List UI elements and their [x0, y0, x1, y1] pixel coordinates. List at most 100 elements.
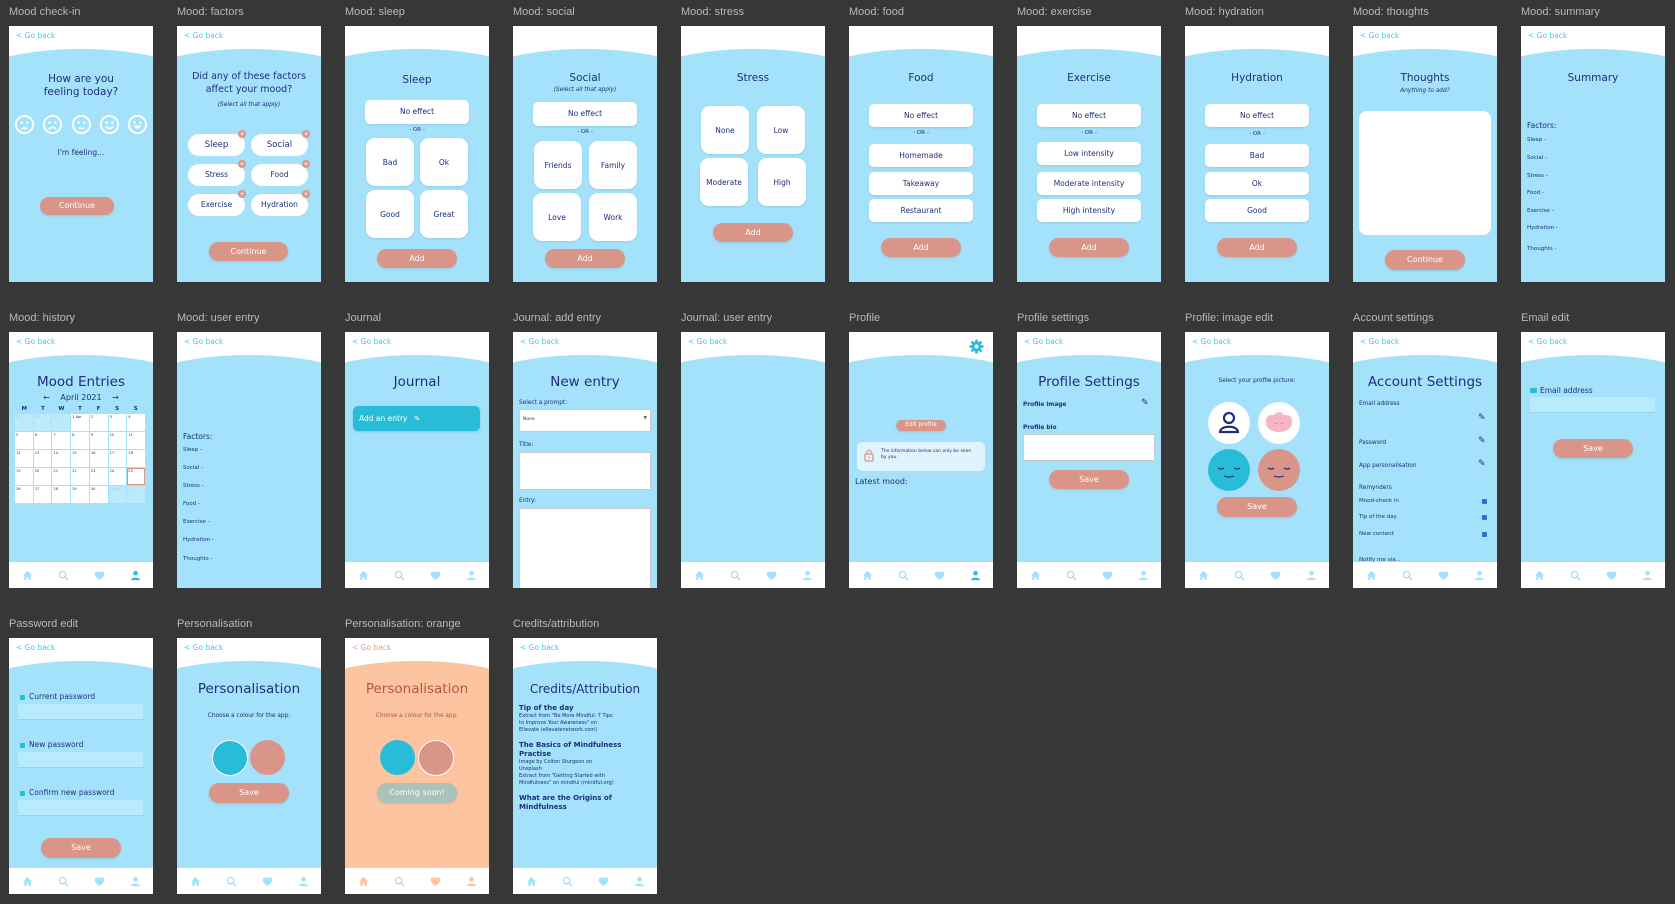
calendar-day[interactable]: 24 — [108, 468, 127, 485]
calendar-day[interactable]: 7 — [52, 432, 71, 449]
heart-icon[interactable] — [262, 876, 273, 887]
heart-icon[interactable] — [1438, 570, 1449, 581]
heart-icon[interactable] — [934, 570, 945, 581]
calendar-day[interactable]: 26 — [15, 486, 33, 503]
save-button[interactable]: Save — [1553, 439, 1633, 458]
go-back-link[interactable]: < Go back — [16, 643, 56, 652]
continue-button[interactable]: Continue — [209, 242, 288, 261]
search-icon[interactable] — [226, 876, 237, 887]
user-icon[interactable] — [634, 876, 645, 887]
factor-sleep[interactable]: Sleep — [188, 134, 245, 156]
smile-face-icon[interactable] — [99, 114, 120, 135]
email-input[interactable] — [1530, 397, 1655, 413]
user-icon[interactable] — [466, 570, 477, 581]
stress-option[interactable]: Moderate — [700, 158, 748, 206]
social-option[interactable]: Love — [533, 193, 581, 241]
edit-email-pencil-icon[interactable]: ✎ — [1478, 413, 1486, 423]
go-back-link[interactable]: < Go back — [1024, 337, 1064, 346]
pink-brain-avatar[interactable] — [1258, 402, 1300, 444]
user-icon[interactable] — [130, 570, 141, 581]
reminder-checkbox[interactable] — [1482, 499, 1487, 504]
add-button[interactable]: Add — [1049, 238, 1129, 257]
calendar-day[interactable]: 28 — [52, 486, 71, 503]
food-option[interactable]: Restaurant — [869, 199, 973, 222]
calendar-day[interactable]: 23 — [89, 468, 108, 485]
heart-icon[interactable] — [1102, 570, 1113, 581]
go-back-link[interactable]: < Go back — [16, 31, 56, 40]
exercise-option[interactable]: High intensity — [1037, 199, 1141, 222]
calendar-day[interactable]: 9 — [89, 432, 108, 449]
calendar-day[interactable]: 17 — [108, 450, 127, 467]
go-back-link[interactable]: < Go back — [184, 337, 224, 346]
search-icon[interactable] — [394, 876, 405, 887]
social-option[interactable]: Work — [589, 193, 637, 241]
calendar-day[interactable]: 31 — [52, 414, 71, 431]
factor-stress[interactable]: Stress — [188, 164, 245, 186]
prompt-select[interactable]: None ▼ — [519, 409, 651, 432]
calendar-day[interactable]: 18 — [127, 450, 145, 467]
calendar-day[interactable]: 2 — [89, 414, 108, 431]
heart-icon[interactable] — [94, 876, 105, 887]
edit-profile-button[interactable]: Edit profile — [896, 420, 946, 431]
no-effect-option[interactable]: No effect — [869, 104, 973, 127]
calendar-day[interactable]: 19 — [15, 468, 33, 485]
calendar-day[interactable]: 16 — [89, 450, 108, 467]
save-button[interactable]: Save — [1049, 470, 1129, 489]
sleep-option[interactable]: Good — [366, 190, 414, 238]
continue-button[interactable]: Continue — [1385, 250, 1465, 270]
gear-icon[interactable] — [969, 339, 984, 354]
exercise-option[interactable]: Moderate intensity — [1037, 172, 1141, 195]
user-icon[interactable] — [1138, 570, 1149, 581]
heart-icon[interactable] — [1606, 570, 1617, 581]
sleep-option[interactable]: Bad — [366, 138, 414, 186]
calendar-day[interactable]: 15 — [71, 450, 89, 467]
calendar-day[interactable]: 3 — [108, 414, 127, 431]
user-icon[interactable] — [1642, 570, 1653, 581]
home-icon[interactable] — [190, 876, 201, 887]
calendar-day[interactable]: 1 May — [108, 486, 127, 503]
exercise-option[interactable]: Low intensity — [1037, 142, 1141, 165]
search-icon[interactable] — [562, 876, 573, 887]
stress-option[interactable]: None — [701, 106, 749, 154]
home-icon[interactable] — [22, 876, 33, 887]
calendar-day[interactable]: 6 — [33, 432, 52, 449]
pencil-icon[interactable]: ✎ — [1141, 398, 1149, 408]
no-effect-option[interactable]: No effect — [1205, 104, 1309, 127]
very-sad-face-icon[interactable] — [14, 114, 35, 135]
home-icon[interactable] — [358, 570, 369, 581]
calendar-day[interactable]: 1 Apr — [71, 414, 89, 431]
salmon-colour-swatch[interactable] — [250, 740, 285, 775]
calendar-day[interactable]: 4 — [127, 414, 145, 431]
profile-bio-input[interactable] — [1023, 434, 1155, 461]
go-back-link[interactable]: < Go back — [1528, 31, 1568, 40]
no-effect-option[interactable]: No effect — [1037, 104, 1141, 127]
home-icon[interactable] — [694, 570, 705, 581]
calendar-day[interactable]: 27 — [33, 486, 52, 503]
factor-exercise[interactable]: Exercise — [188, 194, 245, 216]
neutral-face-icon[interactable] — [71, 114, 92, 135]
search-icon[interactable] — [58, 876, 69, 887]
go-back-link[interactable]: < Go back — [1192, 337, 1232, 346]
save-button[interactable]: Save — [209, 783, 289, 803]
home-icon[interactable] — [1198, 570, 1209, 581]
go-back-link[interactable]: < Go back — [352, 643, 392, 652]
new-password-input[interactable] — [18, 752, 143, 768]
add-button[interactable]: Add — [1217, 238, 1297, 257]
happy-face-icon[interactable] — [127, 114, 148, 135]
go-back-link[interactable]: < Go back — [1360, 31, 1400, 40]
save-button[interactable]: Save — [1217, 497, 1297, 517]
home-icon[interactable] — [1030, 570, 1041, 581]
continue-button[interactable]: Continue — [40, 197, 114, 215]
home-icon[interactable] — [22, 570, 33, 581]
calendar-day[interactable]: 8 — [71, 432, 89, 449]
calendar-day[interactable]: 30 — [89, 486, 108, 503]
go-back-link[interactable]: < Go back — [520, 643, 560, 652]
search-icon[interactable] — [1570, 570, 1581, 581]
calendar-day[interactable]: 30 — [33, 414, 52, 431]
search-icon[interactable] — [394, 570, 405, 581]
edit-personalisation-pencil-icon[interactable]: ✎ — [1478, 459, 1486, 469]
go-back-link[interactable]: < Go back — [184, 31, 224, 40]
user-icon[interactable] — [130, 876, 141, 887]
social-option[interactable]: Friends — [534, 141, 582, 189]
heart-icon[interactable] — [1270, 570, 1281, 581]
